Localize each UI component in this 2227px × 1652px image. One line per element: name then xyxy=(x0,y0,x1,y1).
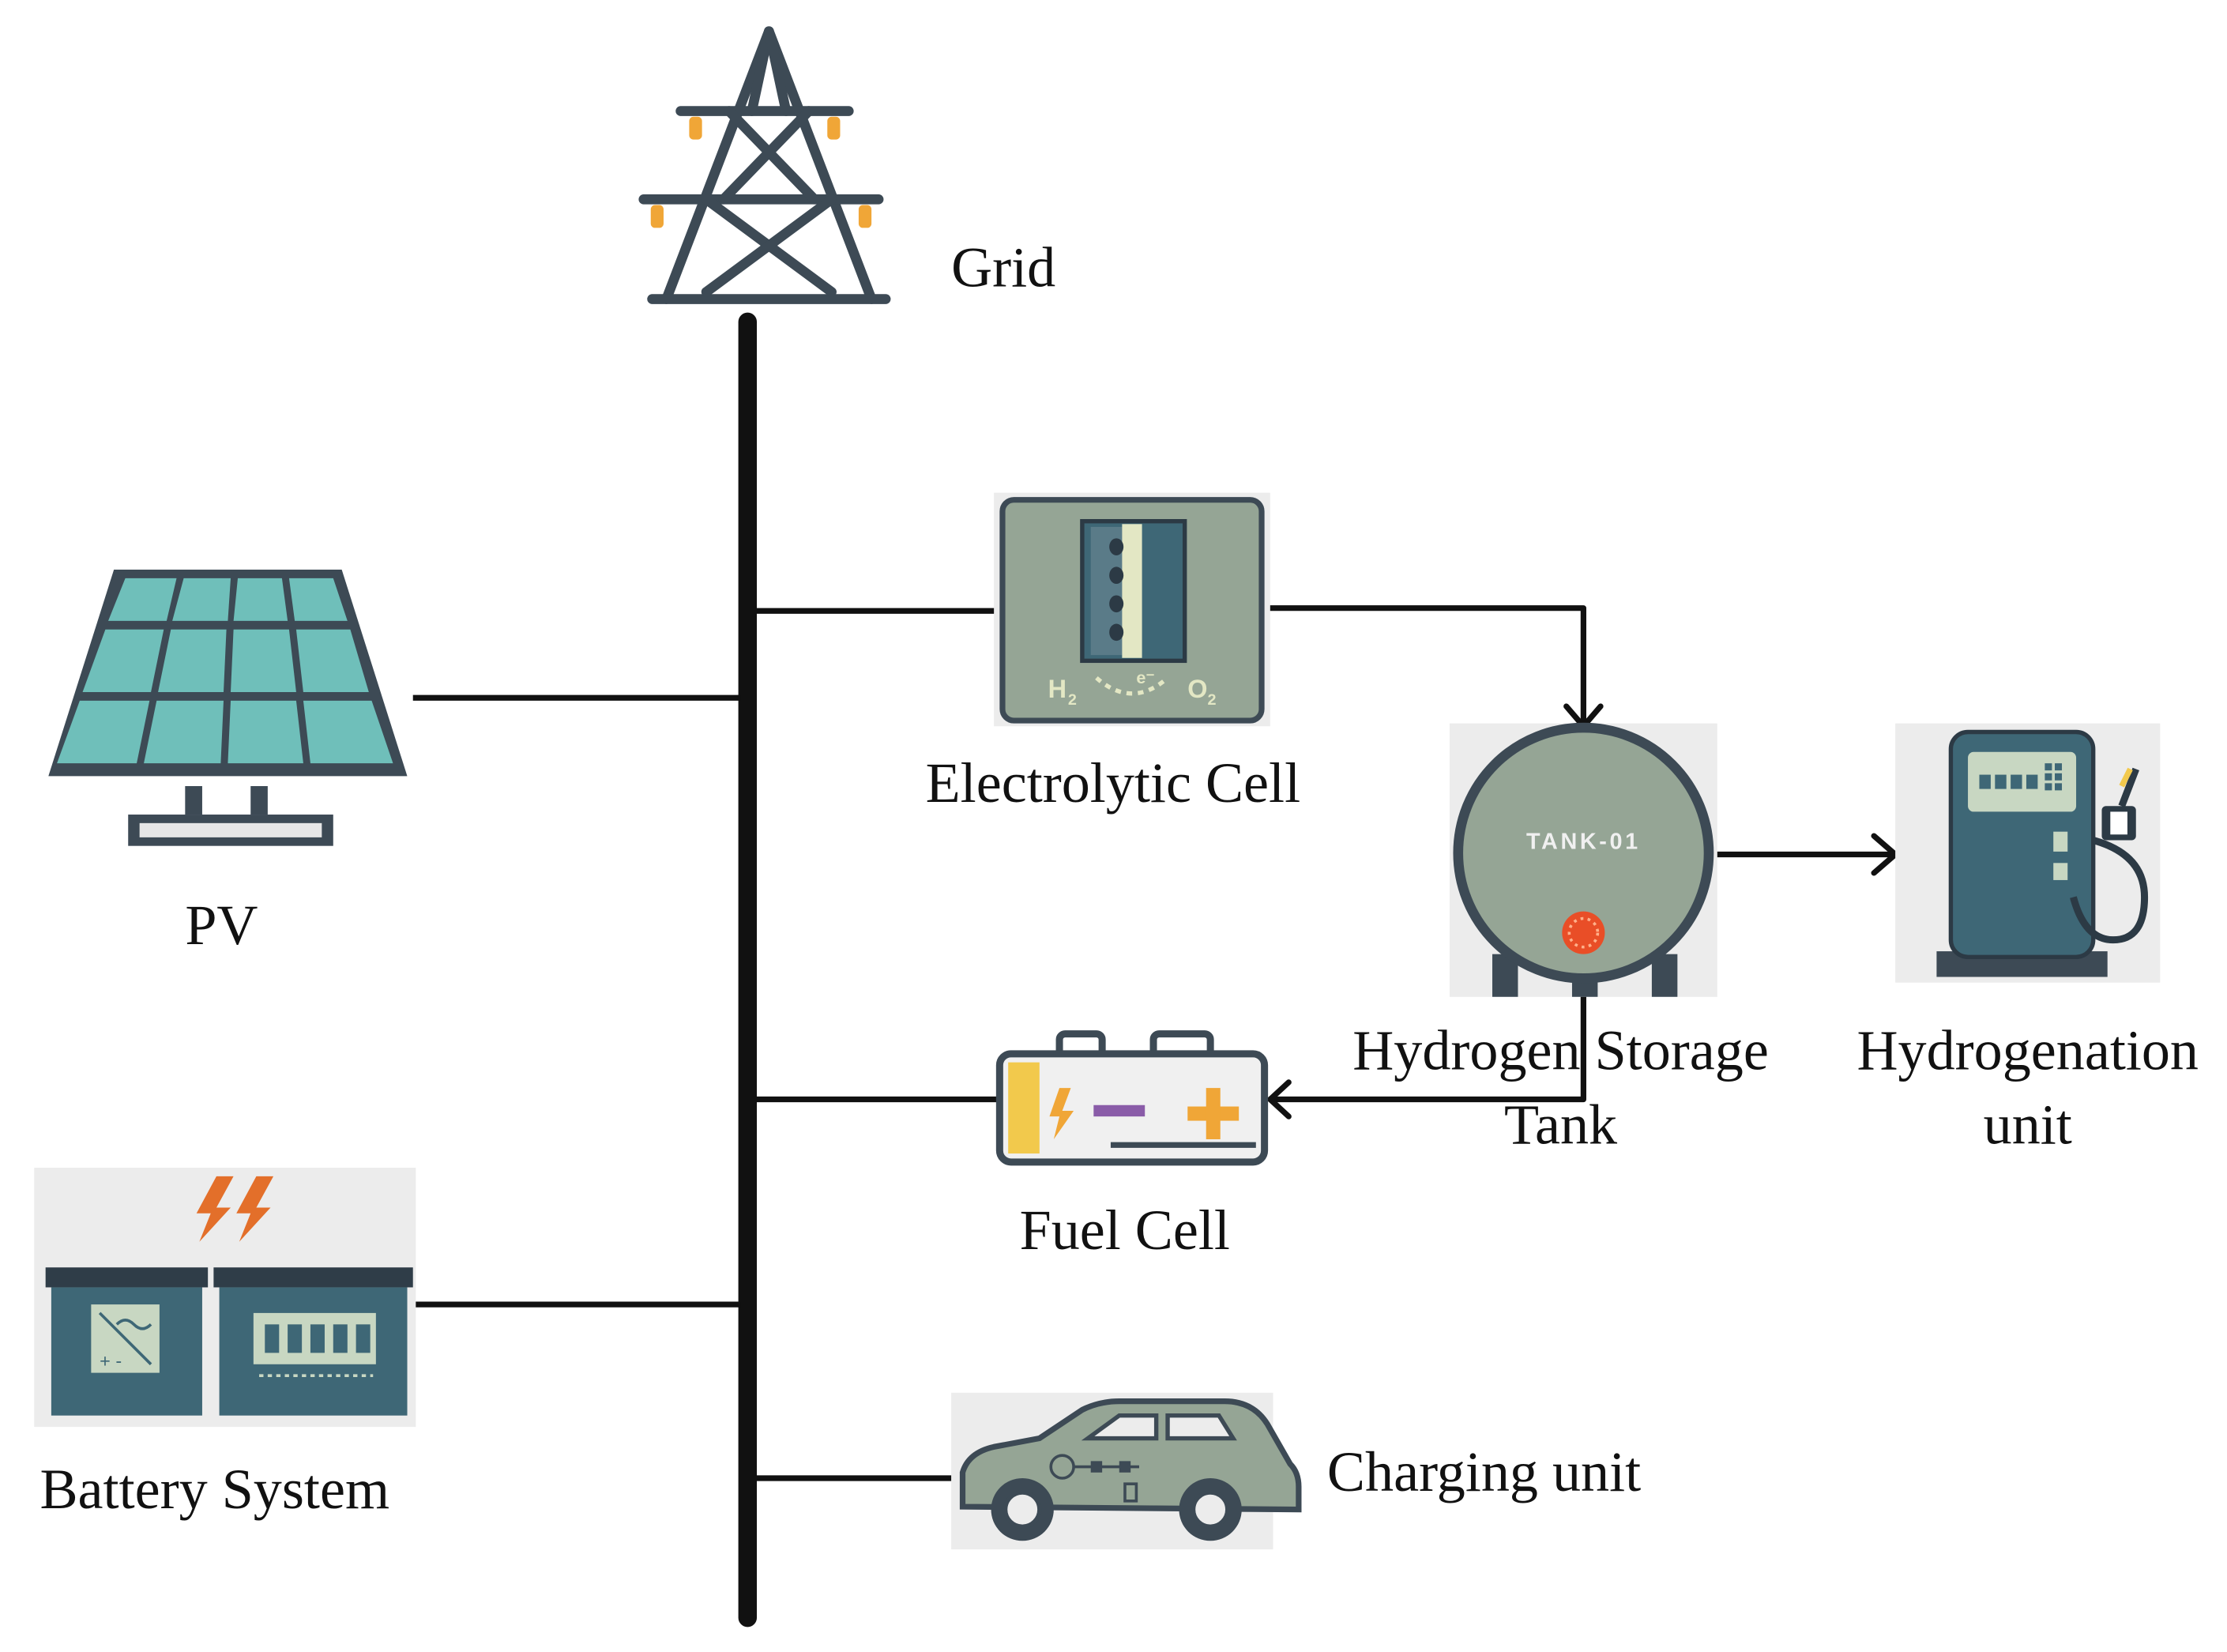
charging-unit-label: Charging unit xyxy=(1326,1439,1642,1504)
h2-subscript: 2 xyxy=(1068,691,1077,709)
connection-lines xyxy=(410,608,997,1481)
grid-label: Grid xyxy=(951,235,1056,299)
hydrogenation-unit-label: Hydrogenation unit xyxy=(1831,1014,2224,1161)
hydrogen-storage-tank-label: Hydrogen Storage Tank xyxy=(1310,1014,1811,1161)
battery-system-icon xyxy=(34,1168,416,1428)
tank-to-fuel-cell-arrow xyxy=(1267,994,1586,1103)
electrolysis-to-tank-arrow xyxy=(1267,605,1586,727)
o2-subscript: 2 xyxy=(1208,691,1217,709)
tank-label-line1: Hydrogen Storage xyxy=(1352,1018,1769,1082)
hydrogenation-label-line1: Hydrogenation xyxy=(1856,1018,2199,1082)
inverter-sign-text: + - xyxy=(100,1350,122,1371)
h2-text: H xyxy=(1048,675,1066,703)
electric-car-icon xyxy=(951,1392,1302,1550)
pv-label: PV xyxy=(185,893,258,958)
hydrogen-pump-icon xyxy=(1895,723,2161,983)
tank-label-line2: Tank xyxy=(1503,1092,1618,1157)
transmission-tower-icon xyxy=(638,26,891,304)
hydrogenation-label-line2: unit xyxy=(1983,1092,2072,1157)
insulator-icons xyxy=(650,116,872,228)
fuel-cell-label: Fuel Cell xyxy=(1019,1197,1230,1263)
electrolytic-cell-icon xyxy=(994,492,1270,727)
flow-arrows xyxy=(1267,605,1898,1120)
solar-panel-icon xyxy=(48,570,408,846)
o2-text: O xyxy=(1187,675,1207,703)
arrowhead-left xyxy=(1267,1079,1292,1120)
electron-text: e⁻ xyxy=(1136,668,1154,687)
battery-system-label: Battery System xyxy=(39,1456,390,1522)
hydrogen-tank-icon xyxy=(1449,722,1717,997)
electrolytic-cell-label: Electrolytic Cell xyxy=(925,750,1301,815)
tank-tag-text: TANK-01 xyxy=(1526,829,1641,854)
fuel-cell-icon xyxy=(995,1030,1269,1166)
